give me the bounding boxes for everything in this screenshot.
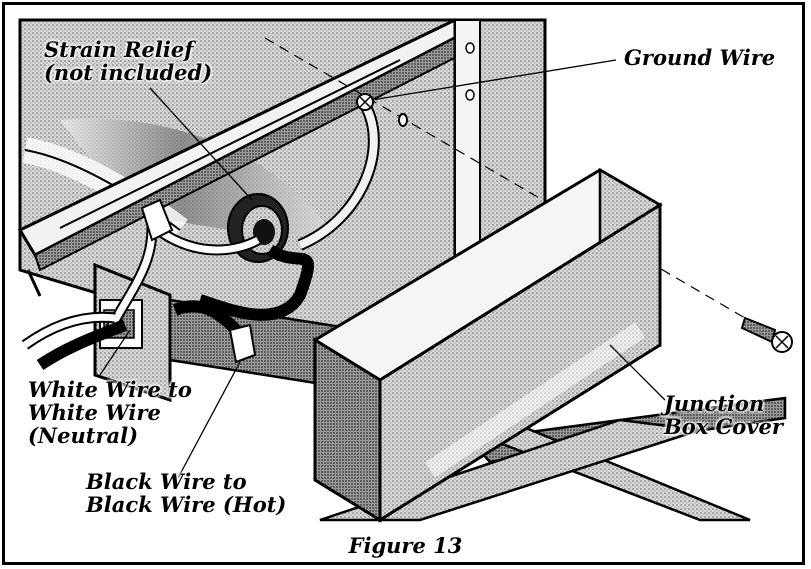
leader-junction-box <box>609 344 666 401</box>
leader-strain-relief <box>149 87 253 201</box>
junction-box-cover-label-line2: Box Cover <box>664 414 783 439</box>
black-wire-label: Black Wire to Black Wire (Hot) <box>86 470 286 516</box>
white-wire-label: White Wire to White Wire (Neutral) <box>28 378 192 447</box>
white-wire-label-line2: White Wire <box>28 400 161 425</box>
white-wire-label-line1: White Wire to <box>28 377 192 402</box>
leader-ground-wire <box>371 59 617 101</box>
ground-wire-label: Ground Wire <box>624 46 775 69</box>
white-wire-label-line3: (Neutral) <box>28 423 139 448</box>
mounting-screw <box>740 316 793 353</box>
strain-relief-label: Strain Relief (not included) <box>44 38 212 84</box>
strain-relief-label-line1: Strain Relief <box>44 37 194 62</box>
black-wire-label-line2: Black Wire (Hot) <box>86 492 287 517</box>
black-wire-label-line1: Black Wire to <box>86 469 247 494</box>
black-wires <box>36 244 314 371</box>
junction-box-cover-label-line1: Junction <box>664 391 765 416</box>
ground-wire-label-text: Ground Wire <box>624 45 776 70</box>
figure-caption: Figure 13 <box>348 533 463 558</box>
leader-lines <box>99 59 666 479</box>
alignment-dashed-line <box>264 37 746 319</box>
junction-box-cover-label: Junction Box Cover <box>664 392 783 438</box>
strain-relief-label-line2: (not included) <box>44 60 213 85</box>
leader-white-wire <box>99 329 131 376</box>
ground-wire <box>297 93 408 251</box>
leader-black-wire <box>177 361 241 479</box>
white-wires <box>21 198 261 350</box>
junction-box-cover <box>312 167 663 523</box>
